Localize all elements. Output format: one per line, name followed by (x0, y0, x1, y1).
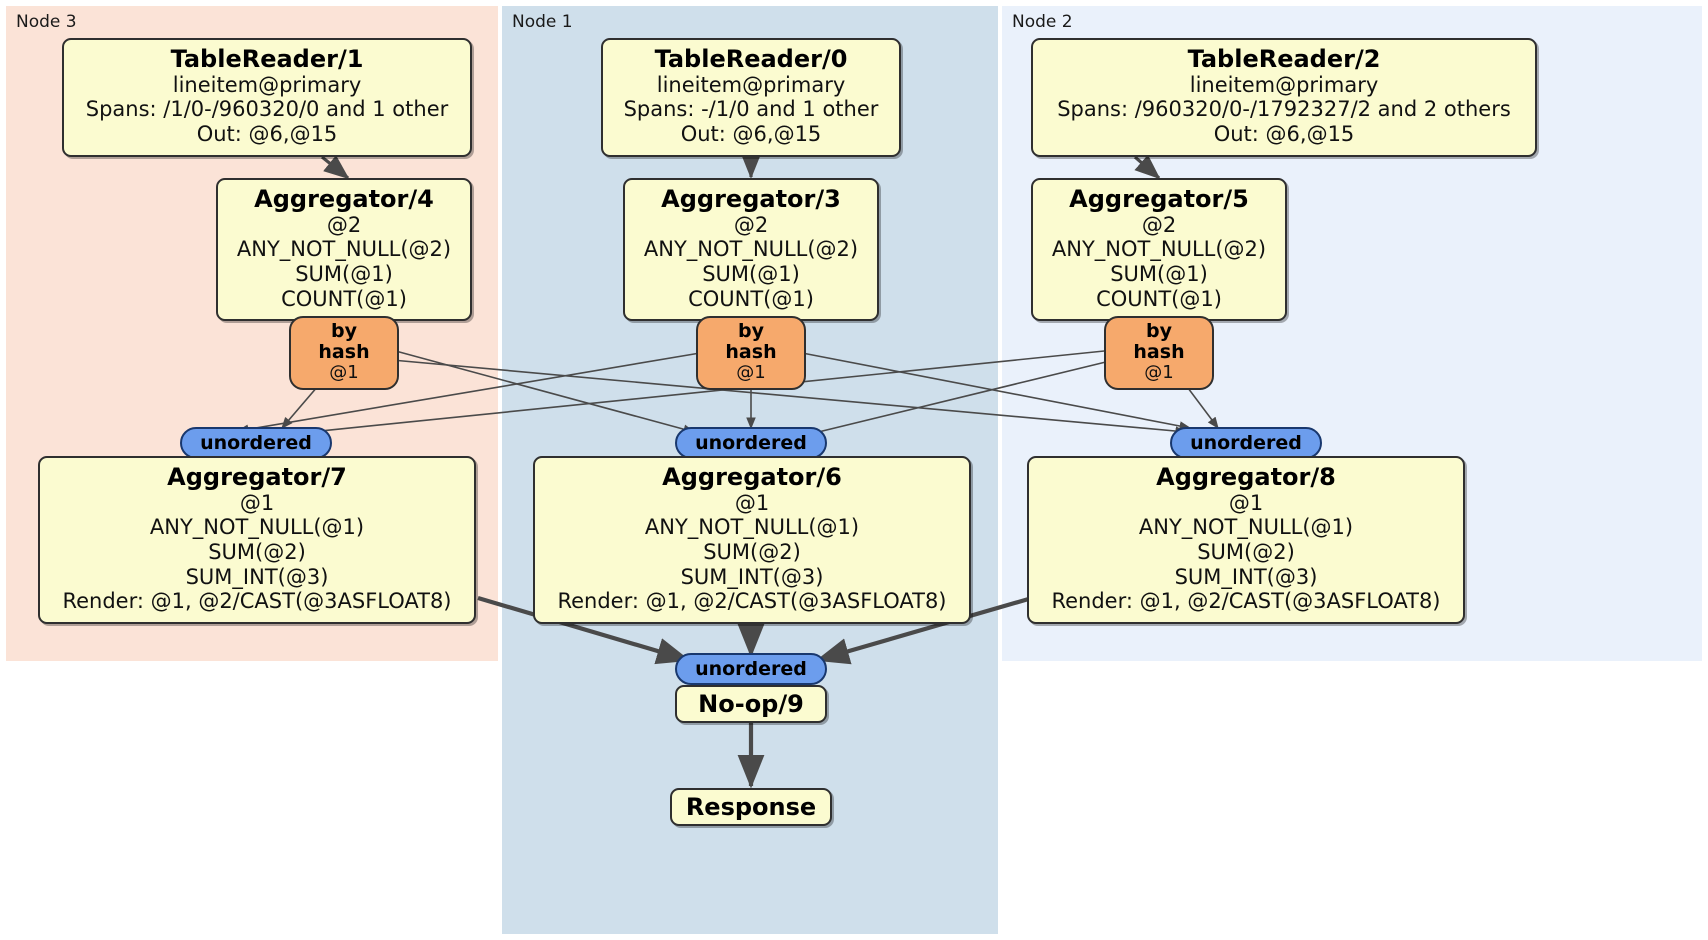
node-label-node3: Node 3 (16, 12, 77, 32)
processor-aggregator-5[interactable]: Aggregator/5 @2 ANY_NOT_NULL(@2) SUM(@1)… (1031, 178, 1287, 322)
processor-line: Render: @1, @2/CAST(@3ASFLOAT8) (62, 589, 452, 614)
processor-line: SUM(@2) (1197, 540, 1295, 564)
processor-line: COUNT(@1) (688, 286, 814, 311)
node-label-node2: Node 2 (1012, 12, 1073, 32)
processor-line: ANY_NOT_NULL(@2) (1051, 237, 1267, 262)
processor-line: SUM(@1) (1110, 262, 1208, 286)
processor-line: @1 (239, 490, 275, 515)
processor-line: lineitem@primary (1189, 72, 1379, 97)
processor-line: Spans: /1/0-/960320/0 and 1 other (85, 97, 449, 122)
processor-line: COUNT(@1) (1096, 286, 1222, 311)
processor-line: @2 (326, 212, 362, 237)
processor-title: Aggregator/5 (1069, 185, 1249, 213)
processor-line: SUM(@2) (208, 540, 306, 564)
processor-title: Aggregator/7 (167, 463, 347, 491)
processor-line: COUNT(@1) (281, 286, 407, 311)
processor-title: Aggregator/6 (662, 463, 842, 491)
processor-line: ANY_NOT_NULL(@2) (643, 237, 859, 262)
processor-line: SUM(@1) (702, 262, 800, 286)
processor-title: TableReader/1 (170, 45, 364, 73)
processor-line: Render: @1, @2/CAST(@3ASFLOAT8) (1051, 589, 1441, 614)
synchronizer-unordered-aggregator-6[interactable]: unordered (675, 427, 827, 459)
processor-line: SUM_INT(@3) (680, 564, 824, 589)
synchronizer-unordered-aggregator-7[interactable]: unordered (180, 427, 332, 459)
processor-line: Out: @6,@15 (196, 122, 338, 146)
processor-line: ANY_NOT_NULL(@2) (236, 237, 452, 262)
router-by-hash-aggregator-3[interactable]: by hash @1 (696, 316, 806, 390)
processor-table-reader-2[interactable]: TableReader/2 lineitem@primary Spans: /9… (1031, 38, 1537, 157)
router-column: @1 (329, 361, 359, 383)
synchronizer-unordered-aggregator-8[interactable]: unordered (1170, 427, 1322, 459)
processor-aggregator-6[interactable]: Aggregator/6 @1 ANY_NOT_NULL(@1) SUM(@2)… (533, 456, 971, 624)
router-column: @1 (736, 361, 766, 383)
processor-line: SUM_INT(@3) (185, 564, 329, 589)
router-column: @1 (1144, 361, 1174, 383)
synchronizer-label: unordered (200, 432, 312, 454)
processor-line: SUM(@1) (295, 262, 393, 286)
processor-line: Spans: -/1/0 and 1 other (623, 97, 879, 122)
processor-aggregator-8[interactable]: Aggregator/8 @1 ANY_NOT_NULL(@1) SUM(@2)… (1027, 456, 1465, 624)
processor-aggregator-3[interactable]: Aggregator/3 @2 ANY_NOT_NULL(@2) SUM(@1)… (623, 178, 879, 322)
router-type: by hash (1133, 320, 1185, 363)
processor-line: Render: @1, @2/CAST(@3ASFLOAT8) (557, 589, 947, 614)
processor-line: @1 (734, 490, 770, 515)
processor-line: lineitem@primary (656, 72, 846, 97)
processor-line: ANY_NOT_NULL(@1) (1138, 515, 1354, 540)
processor-title: Aggregator/3 (661, 185, 841, 213)
processor-line: Out: @6,@15 (680, 122, 822, 146)
processor-noop-9[interactable]: No-op/9 (675, 685, 827, 723)
synchronizer-label: unordered (695, 432, 807, 454)
processor-aggregator-7[interactable]: Aggregator/7 @1 ANY_NOT_NULL(@1) SUM(@2)… (38, 456, 476, 624)
router-by-hash-aggregator-5[interactable]: by hash @1 (1104, 316, 1214, 390)
processor-title: Aggregator/8 (1156, 463, 1336, 491)
router-type: by hash (318, 320, 370, 363)
synchronizer-label: unordered (1190, 432, 1302, 454)
processor-line: ANY_NOT_NULL(@1) (149, 515, 365, 540)
processor-line: Out: @6,@15 (1213, 122, 1355, 146)
processor-title: Aggregator/4 (254, 185, 434, 213)
processor-title: Response (685, 793, 817, 821)
processor-title: TableReader/2 (1187, 45, 1381, 73)
processor-line: lineitem@primary (172, 72, 362, 97)
processor-line: @2 (1141, 212, 1177, 237)
router-type: by hash (725, 320, 777, 363)
processor-table-reader-0[interactable]: TableReader/0 lineitem@primary Spans: -/… (601, 38, 901, 157)
synchronizer-label: unordered (695, 658, 807, 680)
processor-line: @2 (733, 212, 769, 237)
processor-title: TableReader/0 (654, 45, 848, 73)
processor-line: SUM_INT(@3) (1174, 564, 1318, 589)
processor-line: SUM(@2) (703, 540, 801, 564)
router-by-hash-aggregator-4[interactable]: by hash @1 (289, 316, 399, 390)
synchronizer-unordered-noop-9[interactable]: unordered (675, 653, 827, 685)
processor-response[interactable]: Response (670, 788, 832, 826)
node-label-node1: Node 1 (512, 12, 573, 32)
processor-line: ANY_NOT_NULL(@1) (644, 515, 860, 540)
processor-line: @1 (1228, 490, 1264, 515)
processor-line: Spans: /960320/0-/1792327/2 and 2 others (1057, 97, 1511, 122)
processor-aggregator-4[interactable]: Aggregator/4 @2 ANY_NOT_NULL(@2) SUM(@1)… (216, 178, 472, 322)
processor-table-reader-1[interactable]: TableReader/1 lineitem@primary Spans: /1… (62, 38, 472, 157)
processor-title: No-op/9 (698, 690, 804, 718)
